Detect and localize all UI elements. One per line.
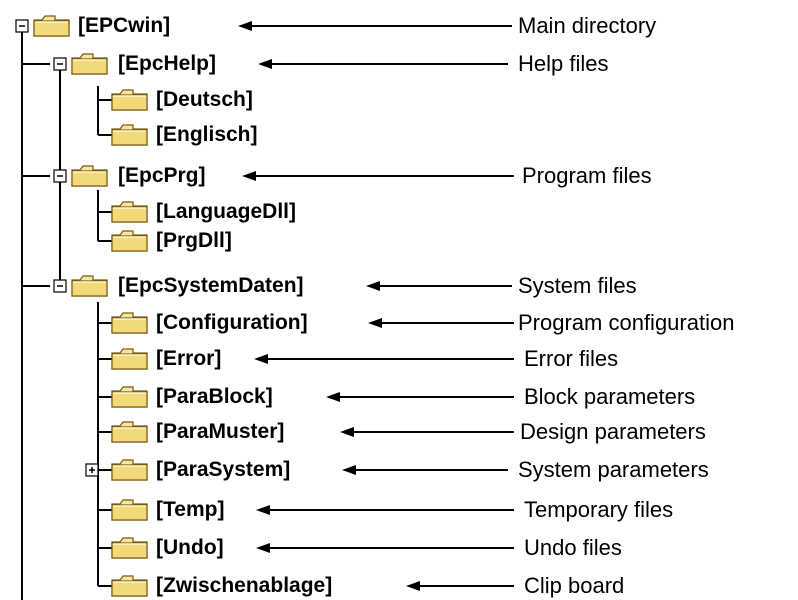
collapse-toggle-icon[interactable] <box>53 279 67 293</box>
folder-icon <box>111 537 148 559</box>
arrowhead-icon <box>342 465 356 475</box>
folder-label[interactable]: [LanguageDll] <box>156 200 296 223</box>
folder-label[interactable]: [Error] <box>156 347 222 370</box>
folder-icon <box>111 575 148 597</box>
arrowhead-icon <box>366 281 380 291</box>
folder-icon <box>71 165 108 187</box>
folder-icon <box>111 421 148 443</box>
folder-label[interactable]: [Deutsch] <box>156 88 253 111</box>
folder-description: Help files <box>518 51 609 76</box>
folder-label[interactable]: [Zwischenablage] <box>156 574 333 597</box>
folder-label[interactable]: [EpcHelp] <box>118 52 217 75</box>
arrowhead-icon <box>254 354 268 364</box>
arrowhead-icon <box>368 318 382 328</box>
expand-toggle-icon[interactable] <box>85 463 99 477</box>
folder-icon <box>111 499 148 521</box>
folder-label[interactable]: [Temp] <box>156 498 225 521</box>
arrowhead-icon <box>256 505 270 515</box>
folder-label[interactable]: [ParaMuster] <box>156 420 285 443</box>
collapse-toggle-icon[interactable] <box>53 169 67 183</box>
folder-icon <box>71 53 108 75</box>
folder-description: Main directory <box>518 13 657 38</box>
arrowhead-icon <box>326 392 340 402</box>
folder-label[interactable]: [ParaBlock] <box>156 385 273 408</box>
folder-description: Program configuration <box>518 310 735 335</box>
folder-label[interactable]: [Englisch] <box>156 123 258 146</box>
folder-icon <box>111 312 148 334</box>
folder-label[interactable]: [PrgDll] <box>156 229 232 252</box>
folder-description: Program files <box>522 163 652 188</box>
arrowhead-icon <box>238 21 252 31</box>
folder-icon <box>111 124 148 146</box>
folder-icon <box>111 230 148 252</box>
folder-icon <box>111 348 148 370</box>
folder-label[interactable]: [EpcPrg] <box>118 164 206 187</box>
folder-description: Error files <box>524 346 619 371</box>
folder-label[interactable]: [EpcSystemDaten] <box>118 274 304 297</box>
arrowhead-icon <box>406 581 420 591</box>
folder-icon <box>111 459 148 481</box>
folder-description: System parameters <box>518 457 709 482</box>
folder-label[interactable]: [ParaSystem] <box>156 458 291 481</box>
collapse-toggle-icon[interactable] <box>15 19 29 33</box>
folder-description: System files <box>518 273 637 298</box>
folder-description: Undo files <box>524 535 622 560</box>
arrowhead-icon <box>242 171 256 181</box>
folder-description: Temporary files <box>524 497 674 522</box>
folder-description: Block parameters <box>524 384 696 409</box>
folder-label[interactable]: [EPCwin] <box>78 14 171 37</box>
folder-description: Clip board <box>524 573 625 598</box>
collapse-toggle-icon[interactable] <box>53 57 67 71</box>
arrowhead-icon <box>340 427 354 437</box>
folder-icon <box>111 386 148 408</box>
folder-label[interactable]: [Undo] <box>156 536 224 559</box>
folder-icon <box>111 89 148 111</box>
folder-description: Design parameters <box>520 419 706 444</box>
arrowhead-icon <box>256 543 270 553</box>
folder-icon <box>111 201 148 223</box>
folder-icon <box>33 15 70 37</box>
folder-icon <box>71 275 108 297</box>
arrowhead-icon <box>258 59 272 69</box>
folder-label[interactable]: [Configuration] <box>156 311 308 334</box>
